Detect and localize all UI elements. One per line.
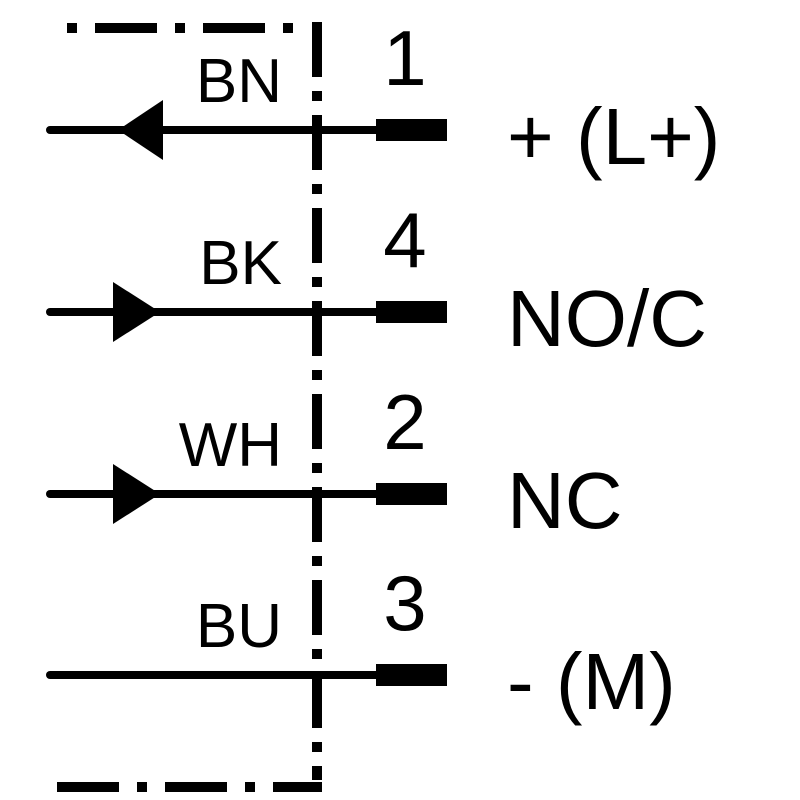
signal-label: - (M) <box>507 637 676 726</box>
pin-number: 1 <box>383 14 426 102</box>
wire-color-label: BU <box>196 592 282 661</box>
pin-terminal <box>376 664 447 686</box>
wire-row: WH 2NC <box>46 378 623 545</box>
wire-row: BN 1 + (L+) <box>46 14 720 181</box>
arrow-left-icon <box>118 100 163 160</box>
housing-boundary <box>57 22 322 792</box>
pin-number: 4 <box>383 196 426 284</box>
pin-number: 2 <box>383 378 426 466</box>
signal-label: NC <box>507 456 623 545</box>
signal-label: NO/C <box>507 274 707 363</box>
wire-row: BK 4NO/C <box>46 196 707 363</box>
arrow-right-icon <box>113 282 160 342</box>
wire-row: BU 3 - (M) <box>46 559 676 726</box>
wire-color-label: BK <box>199 229 282 298</box>
pin-terminal <box>376 119 447 141</box>
pin-terminal <box>376 301 447 323</box>
pin-number: 3 <box>383 559 426 647</box>
signal-label: + (L+) <box>507 92 720 181</box>
wire-color-label: WH <box>179 411 282 480</box>
wire-color-label: BN <box>196 47 282 116</box>
arrow-right-icon <box>113 464 160 524</box>
pin-terminal <box>376 483 447 505</box>
